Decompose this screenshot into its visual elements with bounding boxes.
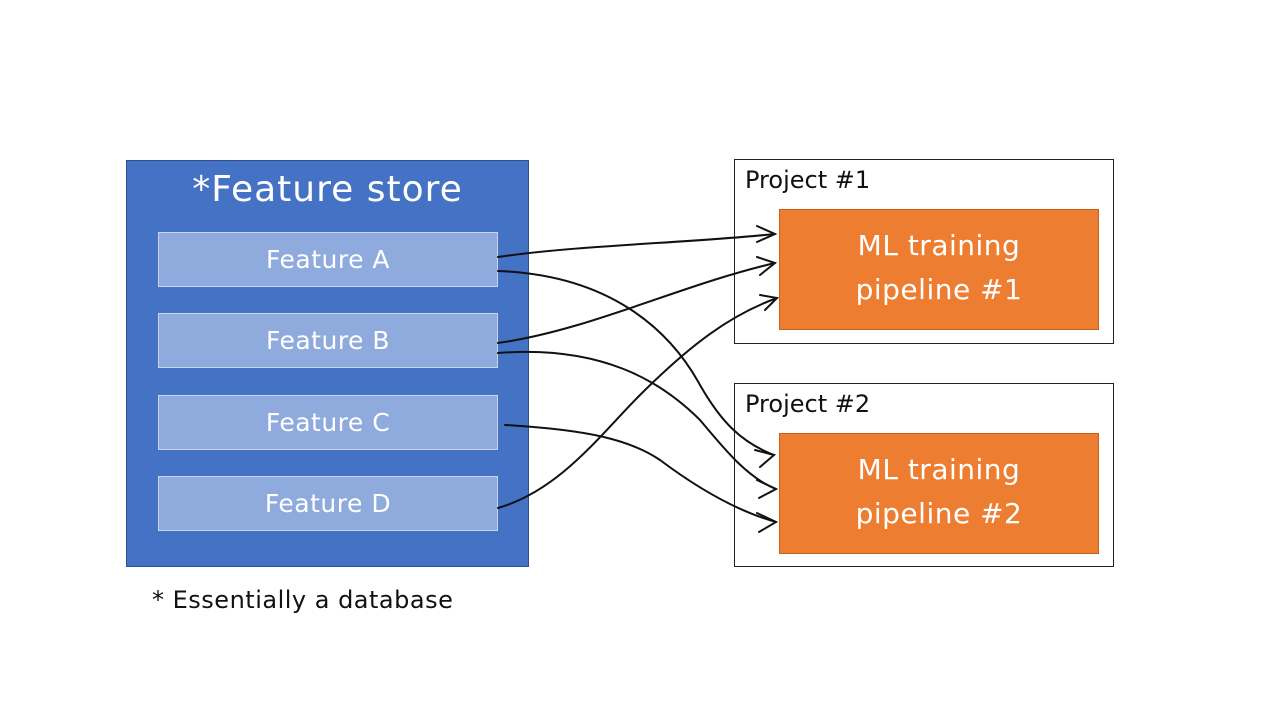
project-1-box: Project #1 ML training pipeline #1 bbox=[734, 159, 1114, 344]
feature-store-title: *Feature store bbox=[192, 169, 463, 210]
pipeline-1-box: ML training pipeline #1 bbox=[779, 209, 1099, 330]
feature-d-box: Feature D bbox=[158, 476, 498, 531]
feature-store-box: *Feature store Feature A Feature B Featu… bbox=[126, 160, 529, 567]
project-2-label: Project #2 bbox=[745, 390, 871, 418]
project-2-box: Project #2 ML training pipeline #2 bbox=[734, 383, 1114, 567]
project-1-label: Project #1 bbox=[745, 166, 871, 194]
footnote-text: * Essentially a database bbox=[152, 586, 454, 614]
feature-a-box: Feature A bbox=[158, 232, 498, 287]
feature-c-box: Feature C bbox=[158, 395, 498, 450]
pipeline-1-line1: ML training bbox=[857, 229, 1021, 262]
pipeline-2-line1: ML training bbox=[857, 453, 1021, 486]
feature-b-box: Feature B bbox=[158, 313, 498, 368]
pipeline-1-line2: pipeline #1 bbox=[855, 273, 1023, 306]
pipeline-2-line2: pipeline #2 bbox=[855, 497, 1023, 530]
arrow-a-to-p2 bbox=[497, 270, 775, 456]
pipeline-2-box: ML training pipeline #2 bbox=[779, 433, 1099, 554]
